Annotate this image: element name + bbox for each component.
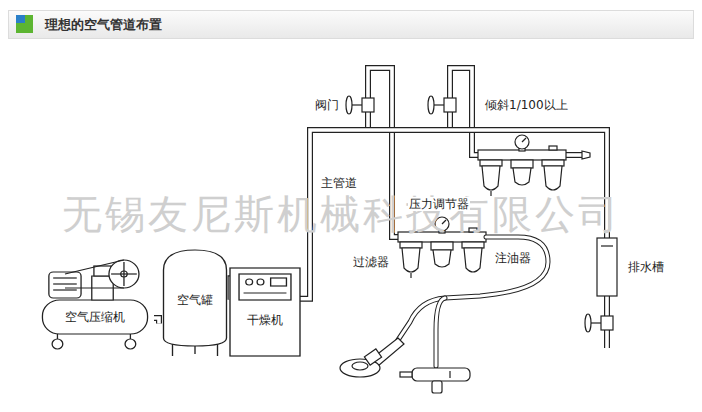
header-band: 理想的空气管道布置 <box>8 10 694 39</box>
part-label: 过滤器 <box>352 255 390 269</box>
air-tank: 空气罐 <box>159 248 231 356</box>
part-label: 主管道 <box>320 176 358 190</box>
part-label: 压力调节器 <box>408 197 470 211</box>
part-label: 注油器 <box>494 251 532 265</box>
header-icon <box>13 11 43 38</box>
part-label: 阀门 <box>314 98 340 112</box>
node-label: 空气罐 <box>159 293 231 307</box>
node-label: 空气压缩机 <box>36 310 154 324</box>
compressor-illustration: 空气压缩机 <box>36 250 154 350</box>
compressor-illustration-outline <box>36 250 154 350</box>
dryer-box: 干燥机 <box>230 268 300 356</box>
part-label: 倾斜1/100以上 <box>484 98 569 112</box>
dryer-box-outline <box>230 268 300 356</box>
node-label: 排水槽 <box>628 260 664 274</box>
watermark: 无锡友尼斯机械科技有限公司 <box>62 190 621 238</box>
air-pipe <box>154 318 159 324</box>
drain-tank: 排水槽 <box>597 238 617 296</box>
node-label: 干燥机 <box>230 313 300 327</box>
page-title: 理想的空气管道布置 <box>45 17 162 32</box>
drain-tank-outline <box>597 238 617 296</box>
